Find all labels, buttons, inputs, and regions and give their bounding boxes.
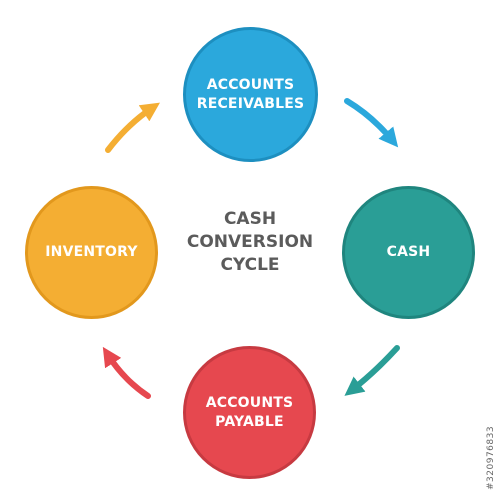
cycle-title: CASH CONVERSION CYCLE	[186, 209, 314, 275]
stock-id-watermark: #320976833	[486, 425, 496, 490]
arrow-payable-to-inventory	[102, 346, 151, 399]
accounts-receivables-node: ACCOUNTS RECEIVABLES	[183, 27, 318, 162]
arrow-inventory-to-receivables	[105, 102, 160, 153]
inventory-node: INVENTORY	[25, 186, 158, 319]
cash-label: CASH	[386, 244, 431, 261]
arrow-cash-to-payable	[344, 345, 400, 396]
accounts-receivables-label: ACCOUNTS RECEIVABLES	[196, 77, 305, 112]
accounts-payable-label: ACCOUNTS PAYABLE	[205, 395, 294, 430]
arrow-receivables-to-cash	[344, 98, 399, 148]
accounts-payable-node: ACCOUNTS PAYABLE	[183, 346, 316, 479]
inventory-label: INVENTORY	[45, 244, 138, 261]
cash-node: CASH	[342, 186, 475, 319]
